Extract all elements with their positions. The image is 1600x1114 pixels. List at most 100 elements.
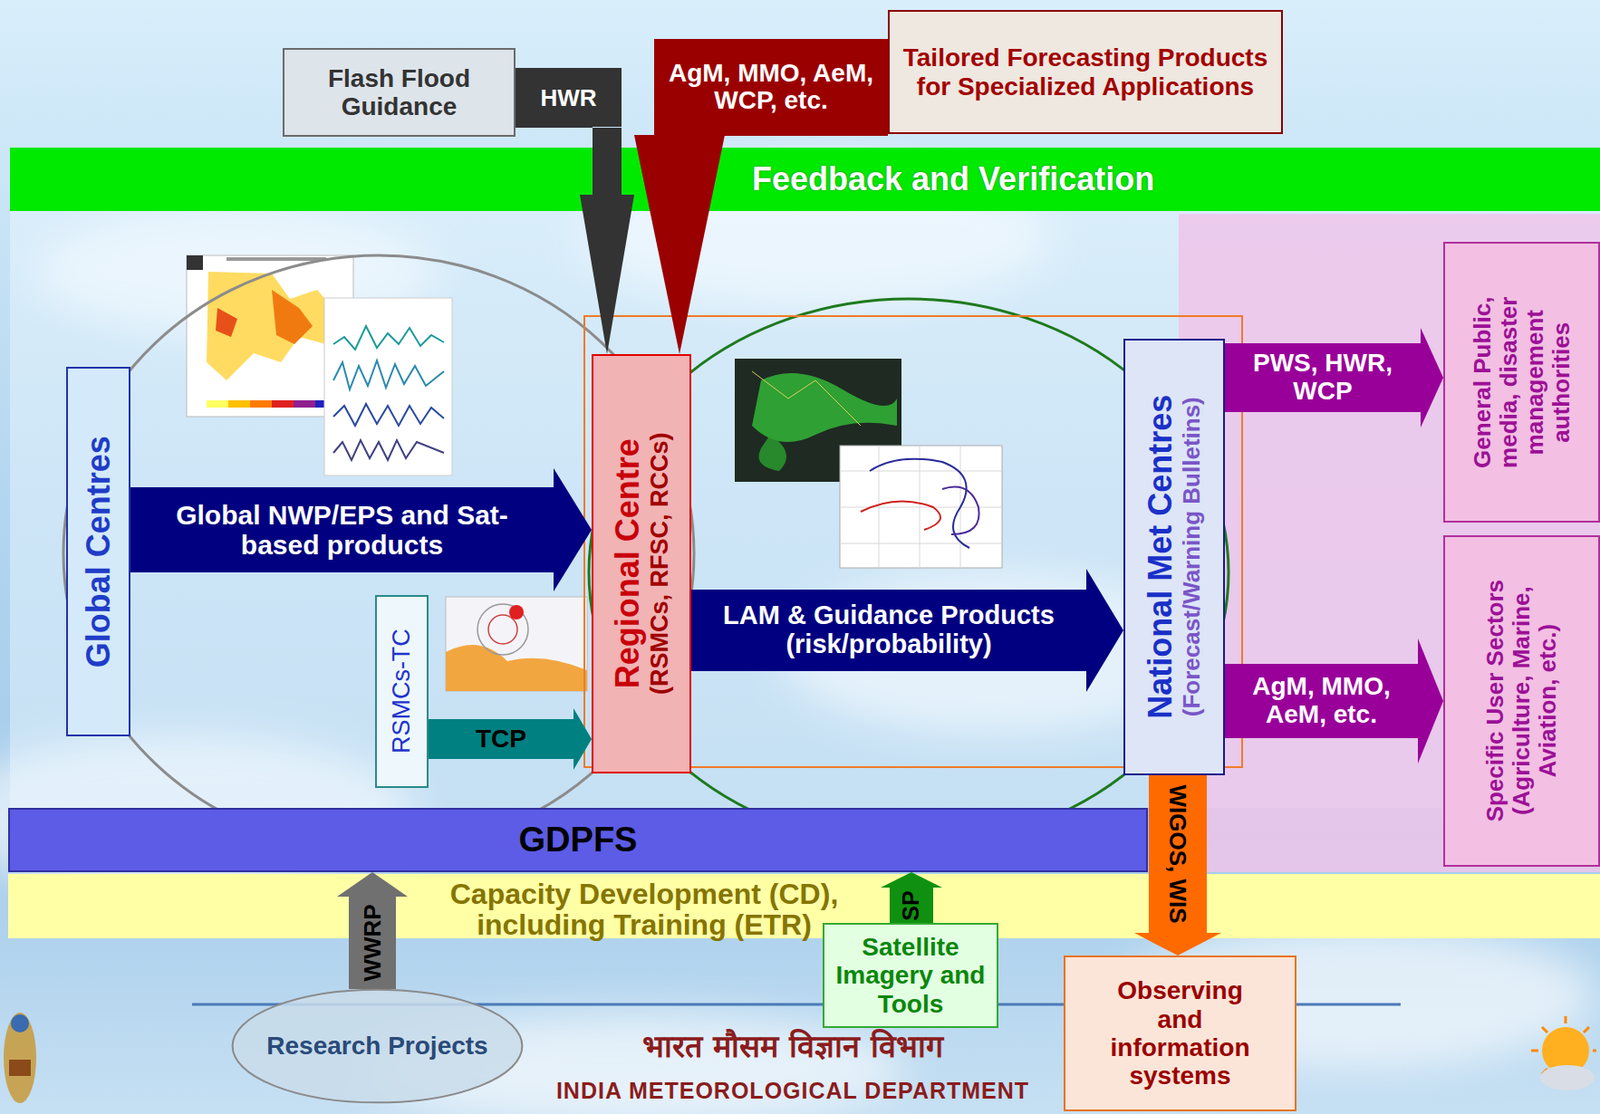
feedback-band: Feedback and Verification <box>9 147 1600 212</box>
block-arrow <box>691 568 1124 693</box>
text-group: Capacity Development (CD), including Tra… <box>407 879 881 941</box>
audience-box: General Public, media, disaster manageme… <box>1443 241 1600 523</box>
arrow-label: Global NWP/EPS and Sat-based products <box>147 500 538 560</box>
cloud-pattern <box>759 434 788 472</box>
track-cone <box>488 615 518 645</box>
map-logo <box>186 255 203 270</box>
colorbar-cell <box>293 400 316 408</box>
english-wordmark: INDIA METEOROLOGICAL DEPARTMENT <box>530 1078 1056 1105</box>
tools-box: Satellite Imagery and Tools <box>822 923 999 1029</box>
products-box: Tailored Forecasting Products for Specia… <box>887 9 1283 135</box>
chart-frame <box>839 445 1003 569</box>
node-title: Regional Centre <box>609 363 646 765</box>
gdpfs-band: GDPFS <box>8 808 1148 873</box>
arrow-label: AgM, MMO, AeM, WCP, etc. <box>660 59 882 116</box>
systems-box: Observing and information systems <box>1063 955 1297 1112</box>
text-group: Tailored Forecasting Products for Specia… <box>898 43 1273 101</box>
text-group: Research Projects <box>238 1031 517 1061</box>
ellipse-shape <box>232 990 523 1104</box>
capacity-band: Capacity Development (CD), including Tra… <box>8 874 1600 947</box>
block-arrow <box>130 468 592 592</box>
rain-area <box>271 289 313 345</box>
colorbar-cell <box>271 400 294 408</box>
colorbar-cell <box>250 400 272 408</box>
arrow-label: TCP <box>475 725 527 754</box>
rain-area <box>206 271 338 381</box>
text-group: Feedback and Verification <box>751 161 1187 198</box>
emblem-top <box>10 1014 29 1033</box>
node-title: General Public, media, disaster manageme… <box>1468 269 1574 496</box>
cyclone-map <box>445 597 588 692</box>
node-title: National Met Centres <box>1142 347 1179 767</box>
track-cone <box>477 604 529 656</box>
guidance-box: Flash Flood Guidance <box>282 48 516 137</box>
colorbar-cell <box>206 400 229 408</box>
node-title: Feedback and Verification <box>751 161 1187 198</box>
arrow-label: AgM, MMO, AeM, etc. <box>1231 673 1413 730</box>
node-subtitle: (Forecast/Warning Bulletins) <box>1179 347 1206 767</box>
block-arrow <box>428 708 592 771</box>
centre-box: National Met Centres(Forecast/Warning Bu… <box>1123 338 1225 776</box>
arrow-label: SP <box>898 890 925 921</box>
block-arrow <box>1224 638 1444 764</box>
block-arrow <box>880 872 943 924</box>
cloud-icon <box>1540 1065 1595 1091</box>
text-group: RSMCs-TC <box>387 602 415 781</box>
rain-area <box>215 308 238 338</box>
regional-circle <box>588 298 1229 847</box>
chart-line <box>333 326 444 350</box>
research-ellipse: Research Projects <box>231 989 524 1104</box>
chart-line <box>333 360 444 390</box>
synoptic-chart <box>839 445 1003 569</box>
map-title-line <box>226 257 327 261</box>
chart-frame <box>324 298 453 476</box>
centre-box: Global Centres <box>66 366 131 737</box>
block-arrow <box>515 67 635 355</box>
meteogram <box>324 298 453 476</box>
node-title: GDPFS <box>11 820 1145 860</box>
block-arrow <box>1224 327 1444 428</box>
text-group: Specific User Sectors(Agriculture, Marin… <box>1482 549 1562 854</box>
node-title: Specific User Sectors <box>1482 549 1509 854</box>
feedback-band-fill <box>9 147 1600 212</box>
node-title: Research Projects <box>238 1031 517 1061</box>
land-area <box>445 645 588 692</box>
block-arrow <box>337 872 408 990</box>
emblem-base <box>9 1060 31 1077</box>
audience-box: Specific User Sectors(Agriculture, Marin… <box>1443 535 1600 868</box>
text-group: Global Centres <box>79 375 116 728</box>
node-title: Tailored Forecasting Products for Specia… <box>898 43 1273 101</box>
text-group: Regional Centre(RSMCs, RFSC, RCCs) <box>609 363 675 765</box>
text-group: Satellite Imagery and Tools <box>829 933 992 1019</box>
text-group: GDPFS <box>11 820 1145 860</box>
text-group: General Public, media, disaster manageme… <box>1468 269 1574 496</box>
node-title: Capacity Development (CD), including Tra… <box>407 879 881 941</box>
node-title: Flash Flood Guidance <box>291 64 507 122</box>
coastline <box>751 371 861 426</box>
imd-emblem <box>3 1012 37 1104</box>
arrow-label: HWR <box>539 85 597 112</box>
isobar <box>942 487 980 536</box>
chart-line <box>333 404 444 426</box>
front-line <box>860 501 941 531</box>
arrow-label: PWS, HWR, WCP <box>1232 349 1414 406</box>
weather-logo <box>1531 1016 1597 1091</box>
arrow-label: WIGOS, WIS <box>1165 784 1192 924</box>
text-group: Flash Flood Guidance <box>291 64 507 122</box>
centre-box: Regional Centre(RSMCs, RFSC, RCCs) <box>591 354 692 774</box>
node-title: Satellite Imagery and Tools <box>829 933 992 1019</box>
cyclone-centre <box>509 605 524 620</box>
arrow-label: LAM & Guidance Products (risk/probabilit… <box>703 601 1075 660</box>
node-subtitle: (Agriculture, Marine, Aviation, etc.) <box>1508 549 1562 854</box>
node-title: RSMCs-TC <box>387 602 415 781</box>
global-circle <box>63 255 694 852</box>
centre-box: RSMCs-TC <box>375 595 429 789</box>
cloud-pattern <box>751 373 897 443</box>
colorbar-cell <box>228 400 251 408</box>
chart-line <box>333 440 444 461</box>
chart-grid <box>839 445 1003 569</box>
arrow-label: WWRP <box>359 904 386 982</box>
text-group: National Met Centres(Forecast/Warning Bu… <box>1142 347 1205 767</box>
emblem-body <box>3 1012 37 1104</box>
text-group: Observing and information systems <box>1099 976 1261 1090</box>
